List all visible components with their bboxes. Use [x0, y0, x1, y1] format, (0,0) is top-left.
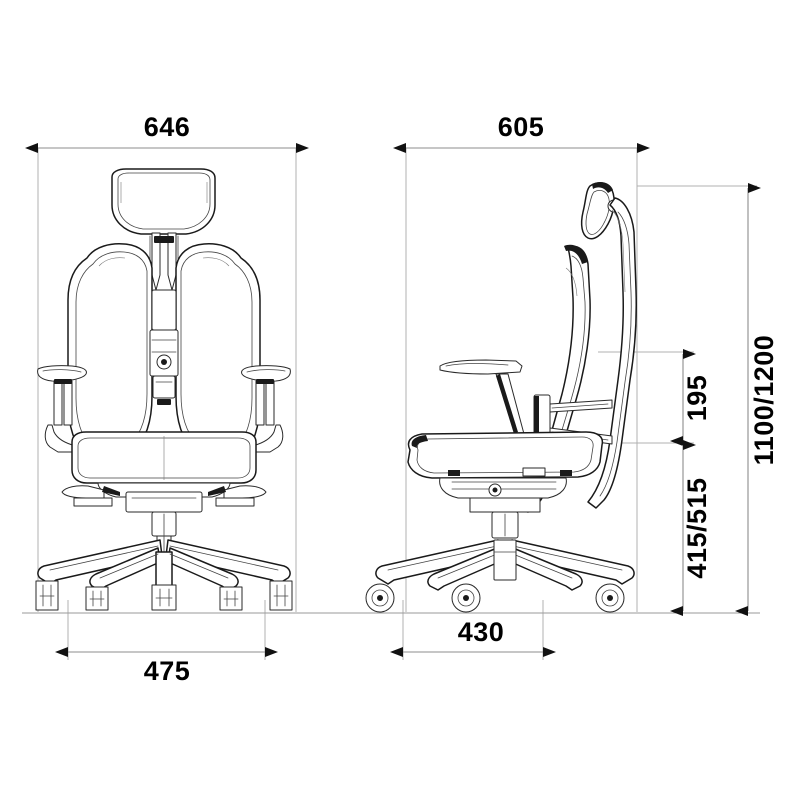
side-seat [407, 431, 604, 479]
front-backrest-right [175, 243, 261, 464]
dimension-base-width-front: 475 [55, 647, 278, 686]
dimension-seat-height-range: 415/515 [670, 440, 712, 616]
front-headrest [111, 168, 216, 235]
caster [365, 583, 395, 613]
front-armrest-right [241, 365, 291, 453]
front-casters [35, 580, 293, 611]
front-base-star [37, 539, 291, 591]
dimension-label-195: 195 [682, 375, 712, 422]
caster [595, 583, 625, 613]
caster [269, 580, 293, 611]
front-backrest-left [67, 243, 153, 464]
front-armrest-left [37, 365, 87, 453]
side-seat-mechanism [439, 467, 572, 513]
caster [451, 583, 481, 613]
dimension-depth-overall-side: 605 [393, 112, 650, 153]
side-view-chair [365, 182, 637, 613]
side-armrest [439, 359, 525, 435]
front-view-chair [35, 168, 293, 611]
dimension-label-605: 605 [498, 112, 545, 142]
front-seat [71, 431, 257, 484]
dimension-label-646: 646 [144, 112, 191, 142]
side-headrest [580, 182, 615, 240]
caster [219, 586, 243, 611]
caster [35, 580, 59, 611]
dimension-label-1100-1200: 1100/1200 [749, 335, 779, 466]
dimension-label-430: 430 [458, 617, 505, 647]
dimension-backrest-height-segment: 195 [670, 349, 712, 446]
side-gas-lift [491, 511, 519, 539]
side-casters [365, 583, 625, 613]
dimension-overall-height-range: 1100/1200 [735, 183, 779, 616]
side-base-star [375, 539, 635, 591]
front-lumbar-mechanism [149, 289, 179, 405]
caster [151, 584, 177, 611]
front-headrest-stem [149, 232, 179, 291]
caster [85, 586, 109, 611]
front-seat-mechanism [61, 482, 267, 513]
dimension-label-475: 475 [144, 656, 191, 686]
dimension-label-415-515: 415/515 [682, 477, 712, 578]
dimension-width-overall-front: 646 [25, 112, 309, 153]
dimension-base-depth-side: 430 [390, 617, 556, 657]
side-backrest-frame [587, 197, 637, 509]
